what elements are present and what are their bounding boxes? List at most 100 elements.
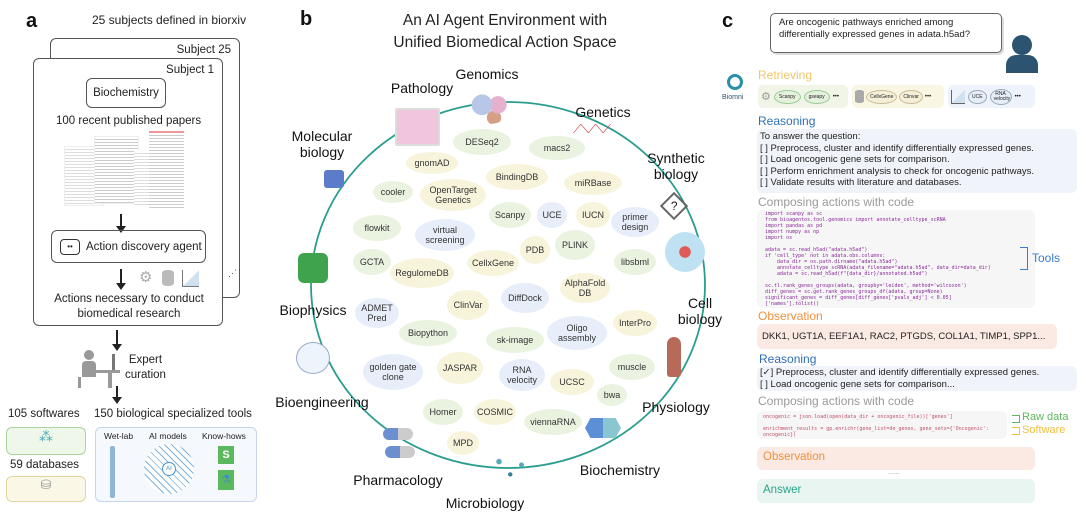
- subject-box: Biochemistry: [86, 78, 166, 108]
- reasoning-line: [ ] Load oncogenic gene sets for compari…: [760, 378, 955, 390]
- tool-chip-jaspar: JASPAR: [437, 352, 483, 384]
- biomni-logo-icon: [727, 74, 743, 90]
- tool-chip-deseq2: DESeq2: [453, 129, 511, 155]
- panel-b-title: An AI Agent Environment with Unified Bio…: [330, 10, 680, 54]
- retrieve-database-group: CellxGene Clinvar •••: [852, 85, 944, 108]
- actions-caption: Actions necessary to conduct biomedical …: [34, 292, 224, 322]
- tool-type-knowhow: Know-hows: [202, 431, 246, 441]
- category-physiology: Physiology: [642, 399, 710, 415]
- agent-label: Action discovery agent: [86, 240, 202, 253]
- arrow: [117, 269, 125, 290]
- panel-b-label: b: [300, 8, 313, 30]
- biomni-logo-text: Biomni: [722, 94, 744, 101]
- pill-icon: [385, 446, 415, 458]
- dna-icon: ⟋⟍⟋⟍⟋: [573, 122, 611, 136]
- tool-chip-mirbase: miRBase: [564, 171, 622, 195]
- tool-chip-golden-gate-clone: golden gate clone: [363, 354, 423, 390]
- tool-chip-biopython: Biopython: [399, 320, 457, 346]
- category-biochemistry: Biochemistry: [579, 462, 661, 478]
- tool-chip-primer-design: primer design: [611, 207, 659, 237]
- arrow: [113, 386, 121, 404]
- software-label: Software: [1022, 424, 1066, 436]
- category-synthetic-biology: Synthetic biology: [647, 150, 705, 182]
- tool-chip-clinvar: ClinVar: [447, 290, 489, 320]
- panel-c-label: c: [722, 10, 734, 32]
- code-block-2: oncogenic = json.load(open(data_dir + on…: [757, 411, 1007, 439]
- bacteria-icon: [490, 452, 535, 484]
- chart-icon: [182, 270, 199, 287]
- tool-chip-plink: PLINK: [555, 230, 595, 260]
- tool-chip-opentarget-genetics: OpenTarget Genetics: [420, 179, 486, 211]
- tool-chip-iucn: IUCN: [576, 202, 610, 228]
- cell-icon: [665, 232, 705, 272]
- category-biophysics: Biophysics: [279, 302, 347, 318]
- subject-1-label: Subject 1: [166, 64, 214, 76]
- molecule-icon: [324, 170, 344, 188]
- reasoning-line: To answer the question:: [760, 131, 861, 142]
- ellipsis: •••: [924, 93, 932, 100]
- code-block-1: import scanpy as sc from bioagentos.tool…: [757, 210, 1035, 308]
- tool-chip-viennarna: viennaRNA: [524, 409, 582, 435]
- tool-chip-diffdock: DiffDock: [501, 283, 549, 313]
- continuation-dots: ......: [888, 469, 900, 476]
- gear-icon: ⚙: [139, 269, 153, 286]
- tool-chip-mpd: MPD: [447, 431, 479, 455]
- flask-icon: ⚗: [218, 470, 234, 490]
- reasoning-box-1: To answer the question: [ ] Preprocess, …: [757, 129, 1077, 193]
- softwares-caption: 105 softwares: [8, 408, 80, 420]
- tool-chip-sk-image: sk-image: [486, 327, 544, 353]
- tissue-slide-icon: [395, 108, 440, 146]
- retrieve-chip: RNA velocity: [989, 88, 1012, 105]
- raw-data-label: Raw data: [1022, 411, 1069, 423]
- network-icon: ⁂: [39, 428, 53, 444]
- title-line2: Unified Biomedical Action Space: [393, 34, 617, 51]
- database-icon: [162, 270, 174, 286]
- tool-chip-regulomedb: RegulomeDB: [390, 258, 454, 288]
- reasoning-line: [ ] Validate results with literature and…: [760, 177, 962, 188]
- robot-icon: ••: [60, 238, 80, 255]
- tool-chip-homer: Homer: [423, 399, 463, 425]
- retrieve-chip: gseapy: [803, 89, 830, 104]
- tool-chip-oligo-assembly: Oligo assembly: [547, 316, 607, 350]
- tools-box: Wet-lab AI models Know-hows AI S ⚗: [95, 427, 257, 502]
- retrieving-heading: Retrieving: [758, 68, 813, 82]
- tool-chip-virtual-screening: virtual screening: [415, 219, 475, 251]
- retrieve-chip: UCE: [968, 89, 987, 104]
- more-subjects-dots: ⋰: [228, 268, 237, 278]
- tool-chip-muscle: muscle: [609, 354, 655, 380]
- database-icon: [855, 90, 864, 103]
- panel-a-label: a: [26, 10, 38, 32]
- protein-barrel-icon: [298, 253, 328, 283]
- tool-chip-ucsc: UCSC: [550, 369, 594, 395]
- neural-network-icon: AI: [144, 444, 194, 494]
- subject-1-card: Subject 1 Biochemistry 100 recent publis…: [33, 58, 223, 326]
- category-microbiology: Microbiology: [445, 495, 525, 511]
- scientist-body: [1006, 55, 1038, 73]
- tool-chip-pdb: PDB: [520, 236, 550, 264]
- tool-chip-flowkit: flowkit: [353, 215, 401, 241]
- composing-heading-1: Composing actions with code: [758, 195, 915, 209]
- softwares-box: ⁂: [6, 427, 86, 455]
- tool-chip-alphafold-db: AlphaFold DB: [560, 273, 610, 303]
- papers-image: [64, 131, 184, 211]
- pipette-icon: [110, 446, 115, 498]
- papers-caption: 100 recent published papers: [56, 115, 202, 127]
- question-bubble: Are oncogenic pathways enriched among di…: [770, 13, 1002, 53]
- database-network-icon: ⛁: [40, 477, 52, 492]
- curation-caption: Expert curation: [125, 353, 166, 383]
- category-molecular-biology: Molecular biology: [291, 128, 353, 160]
- databases-caption: 59 databases: [10, 459, 80, 471]
- composing-heading-2: Composing actions with code: [758, 394, 915, 408]
- tool-chip-interpro: InterPro: [613, 310, 657, 336]
- tool-chip-cooler: cooler: [373, 181, 413, 203]
- raw-data-bracket: [1012, 415, 1020, 423]
- pill-icon: [383, 428, 413, 440]
- tool-chip-bindingdb: BindingDB: [486, 164, 548, 190]
- reasoning-box-2: [✓] Preprocess, cluster and identify dif…: [757, 366, 1077, 391]
- reasoning-line: [ ] Load oncogenic gene sets for compari…: [760, 154, 950, 165]
- ai-badge: AI: [162, 462, 176, 476]
- reasoning-heading-2: Reasoning: [759, 352, 817, 366]
- scientist-icon: [1012, 35, 1032, 55]
- observation-heading: Observation: [758, 309, 823, 323]
- agent-box: •• Action discovery agent: [51, 230, 206, 263]
